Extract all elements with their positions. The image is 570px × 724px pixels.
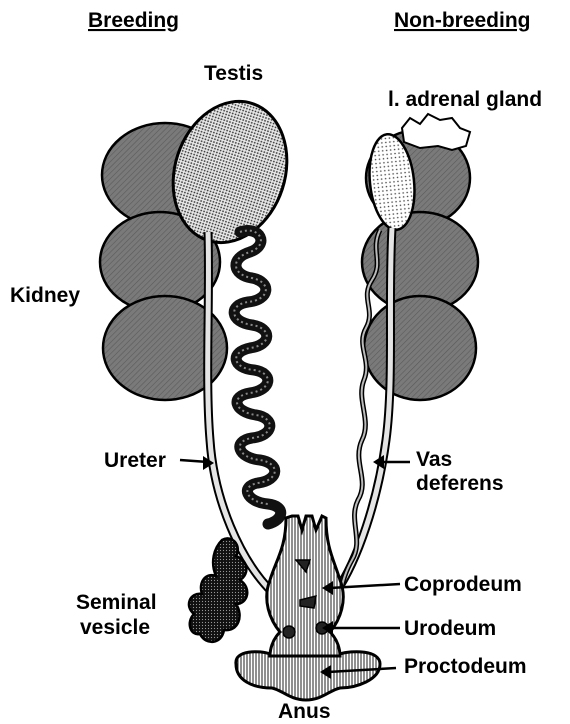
- label-adrenal-gland: l. adrenal gland: [388, 88, 542, 111]
- label-ureter: Ureter: [104, 449, 166, 472]
- label-seminal-line1: Seminal: [76, 591, 157, 614]
- label-urodeum: Urodeum: [404, 617, 496, 640]
- proctodeum: [236, 652, 380, 700]
- heading-breeding: Breeding: [88, 9, 179, 32]
- label-coprodeum: Coprodeum: [404, 573, 522, 596]
- seminal-vesicle: [189, 538, 247, 641]
- label-vas-line2: deferens: [416, 472, 504, 495]
- heading-non-breeding: Non-breeding: [394, 9, 531, 32]
- label-testis: Testis: [204, 62, 263, 85]
- adrenal-gland: [402, 114, 470, 150]
- label-seminal-line2: vesicle: [80, 616, 150, 639]
- label-proctodeum: Proctodeum: [404, 655, 527, 678]
- label-anus: Anus: [278, 700, 331, 723]
- label-kidney: Kidney: [10, 284, 80, 307]
- vas-deferens-left: [234, 231, 281, 524]
- label-vas-line1: Vas: [416, 448, 452, 471]
